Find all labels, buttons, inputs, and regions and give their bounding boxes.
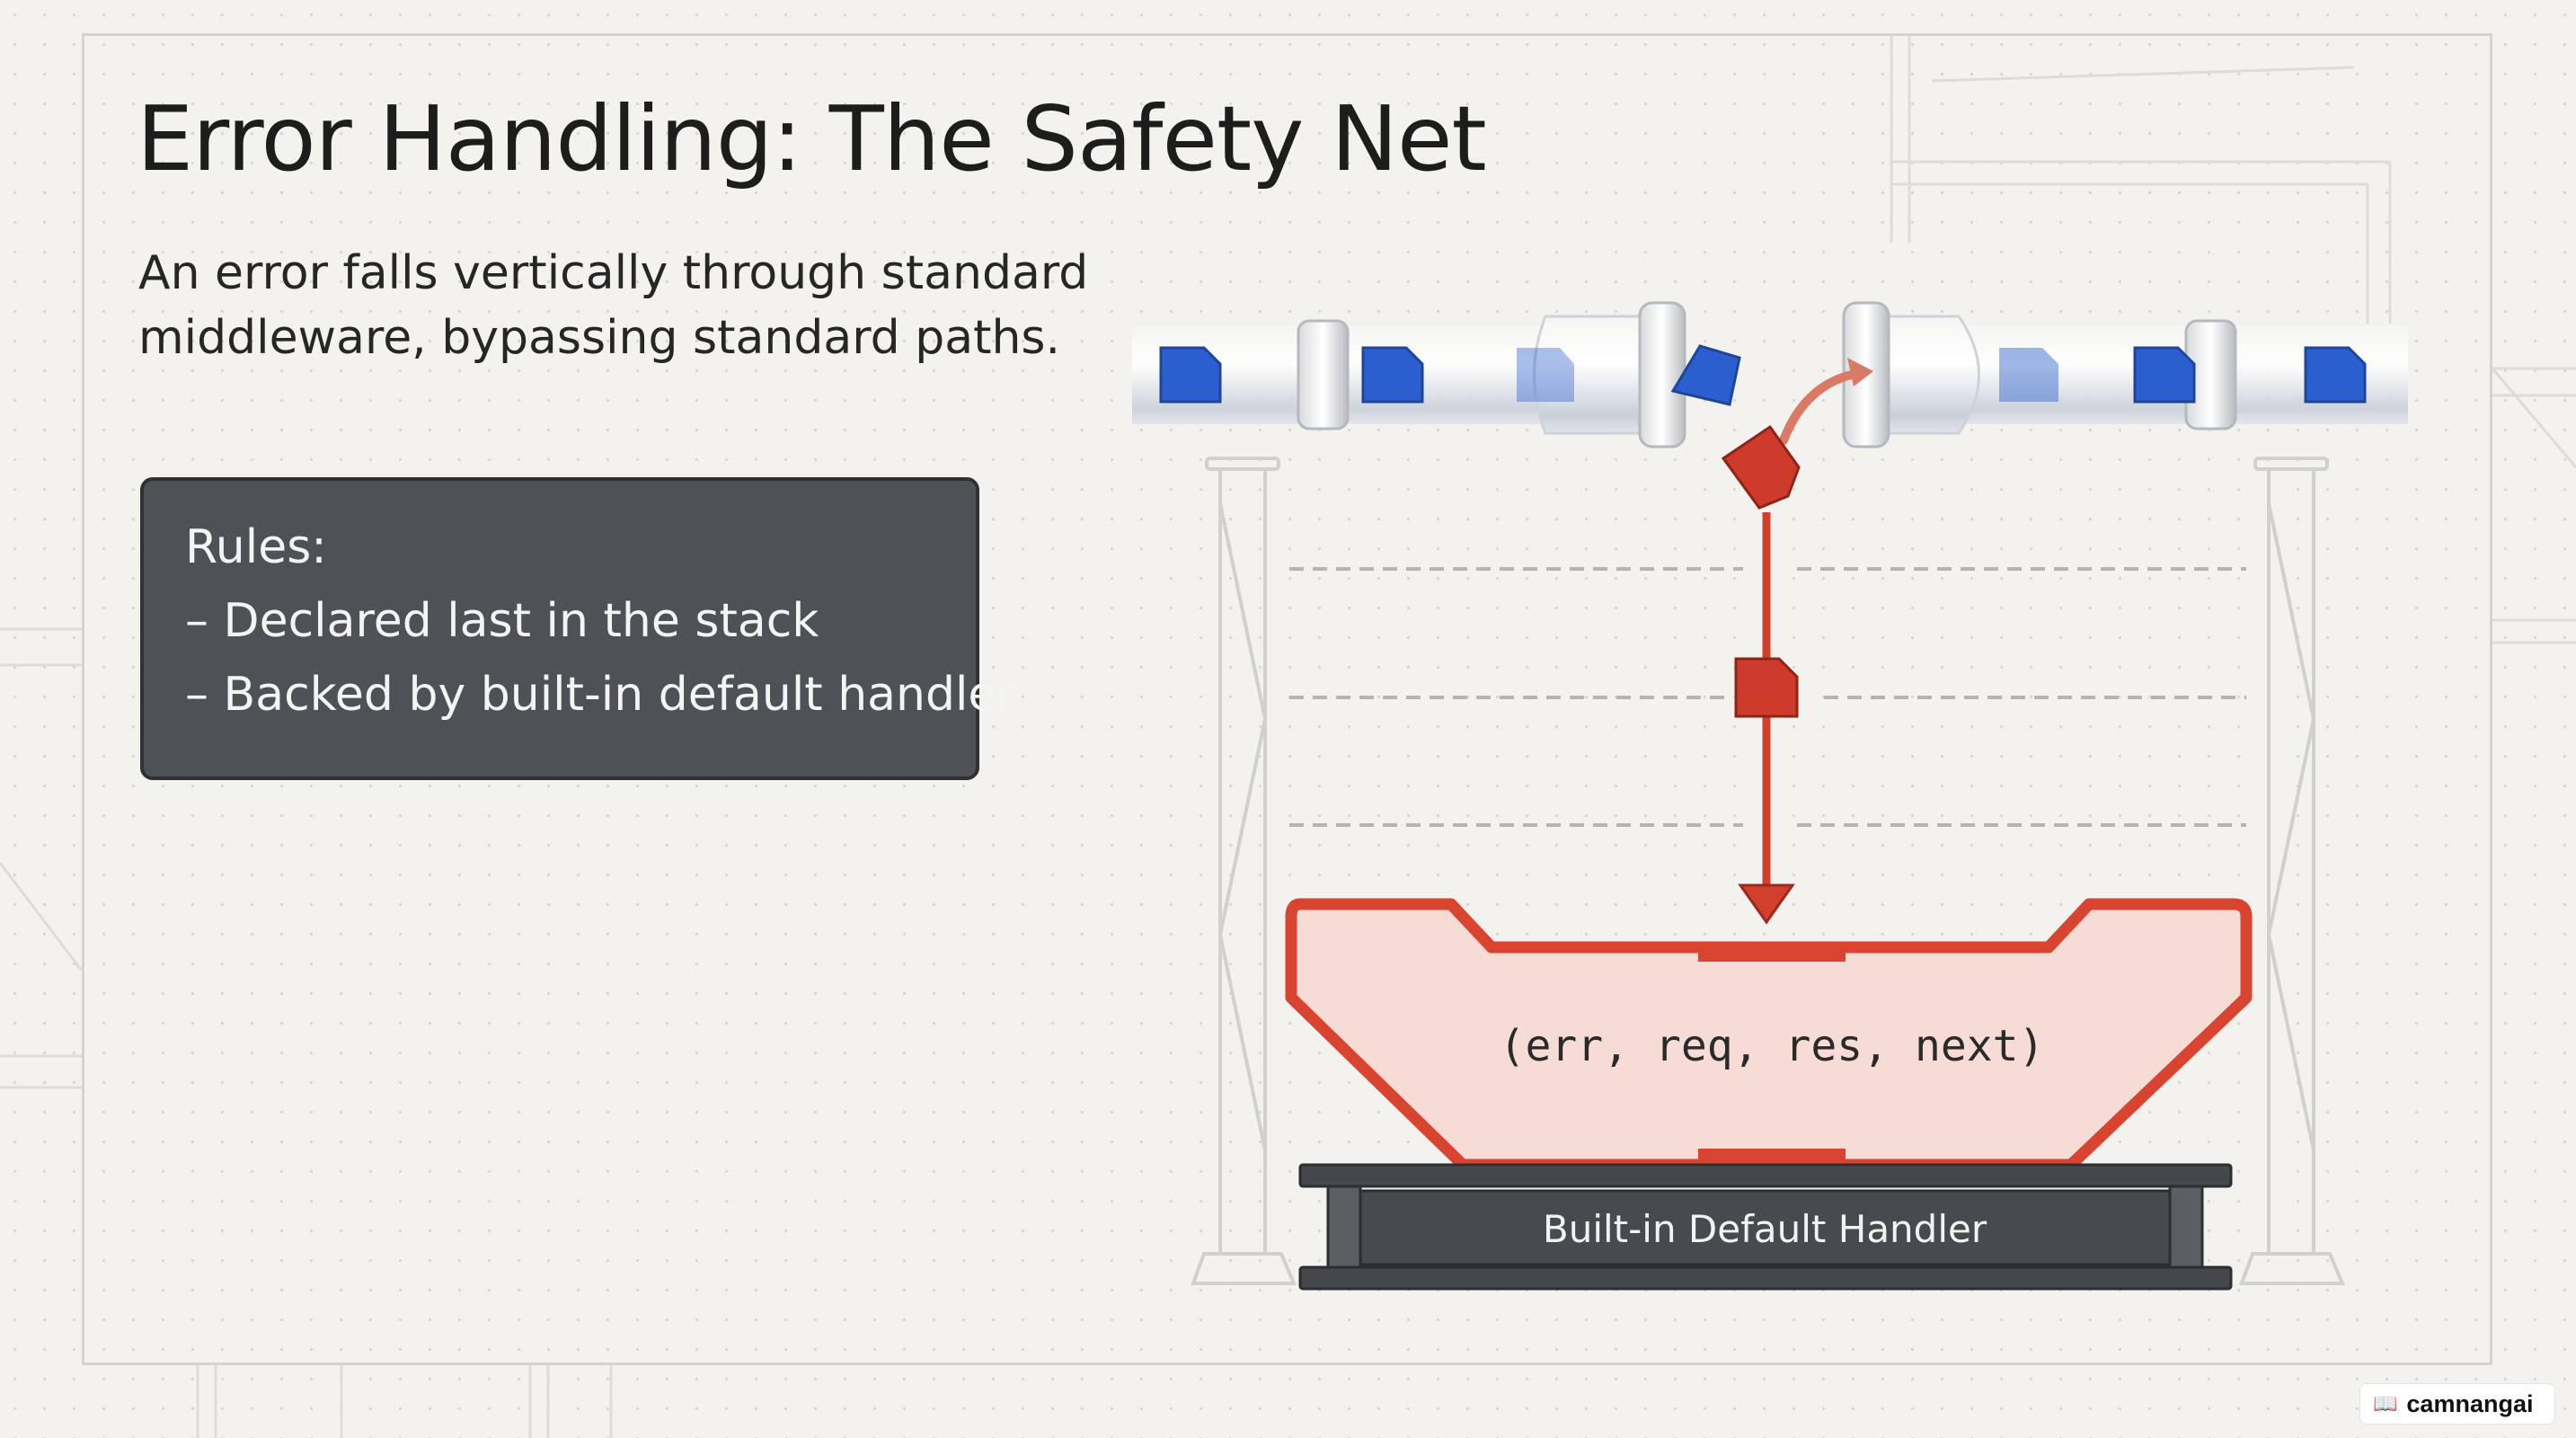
- request-packet: [1159, 346, 1222, 404]
- rule-item: – Backed by built-in default handler: [185, 668, 1016, 722]
- watermark-text: camnangai: [2406, 1389, 2534, 1417]
- rule-item: – Declared last in the stack: [185, 594, 819, 648]
- support-frame: [1191, 457, 2346, 1285]
- slide-frame: [82, 33, 2492, 1365]
- default-handler-base: Built-in Default Handler: [1298, 1163, 2233, 1291]
- watermark: 📖 camnangai: [2359, 1383, 2555, 1425]
- rules-box: Rules: – Declared last in the stack – Ba…: [140, 477, 1016, 780]
- page-title: Error Handling: The Safety Net: [137, 86, 1487, 191]
- error-packet-tilted: [1721, 424, 1801, 510]
- request-packet: [1999, 348, 2058, 402]
- slide-subtitle: An error falls vertically through standa…: [138, 246, 1089, 365]
- request-packets: [1159, 344, 2367, 406]
- request-packet: [1517, 348, 1574, 402]
- request-packet: [1670, 344, 1741, 406]
- rules-heading: Rules:: [185, 520, 327, 574]
- default-handler-label: Built-in Default Handler: [1543, 1207, 1987, 1251]
- book-icon: 📖: [2373, 1392, 2398, 1415]
- bypass-arrow: [1779, 358, 1873, 445]
- middleware-layers: [1289, 567, 2246, 827]
- error-handler-tray: (err, req, res, next): [1285, 898, 2253, 1171]
- request-packet: [2133, 346, 2196, 404]
- rules-list: – Declared last in the stack – Backed by…: [185, 594, 1016, 722]
- request-packet: [2304, 346, 2367, 404]
- request-packet: [1361, 346, 1424, 404]
- error-packet: [1734, 657, 1799, 718]
- error-handler-signature: (err, req, res, next): [1500, 1021, 2045, 1071]
